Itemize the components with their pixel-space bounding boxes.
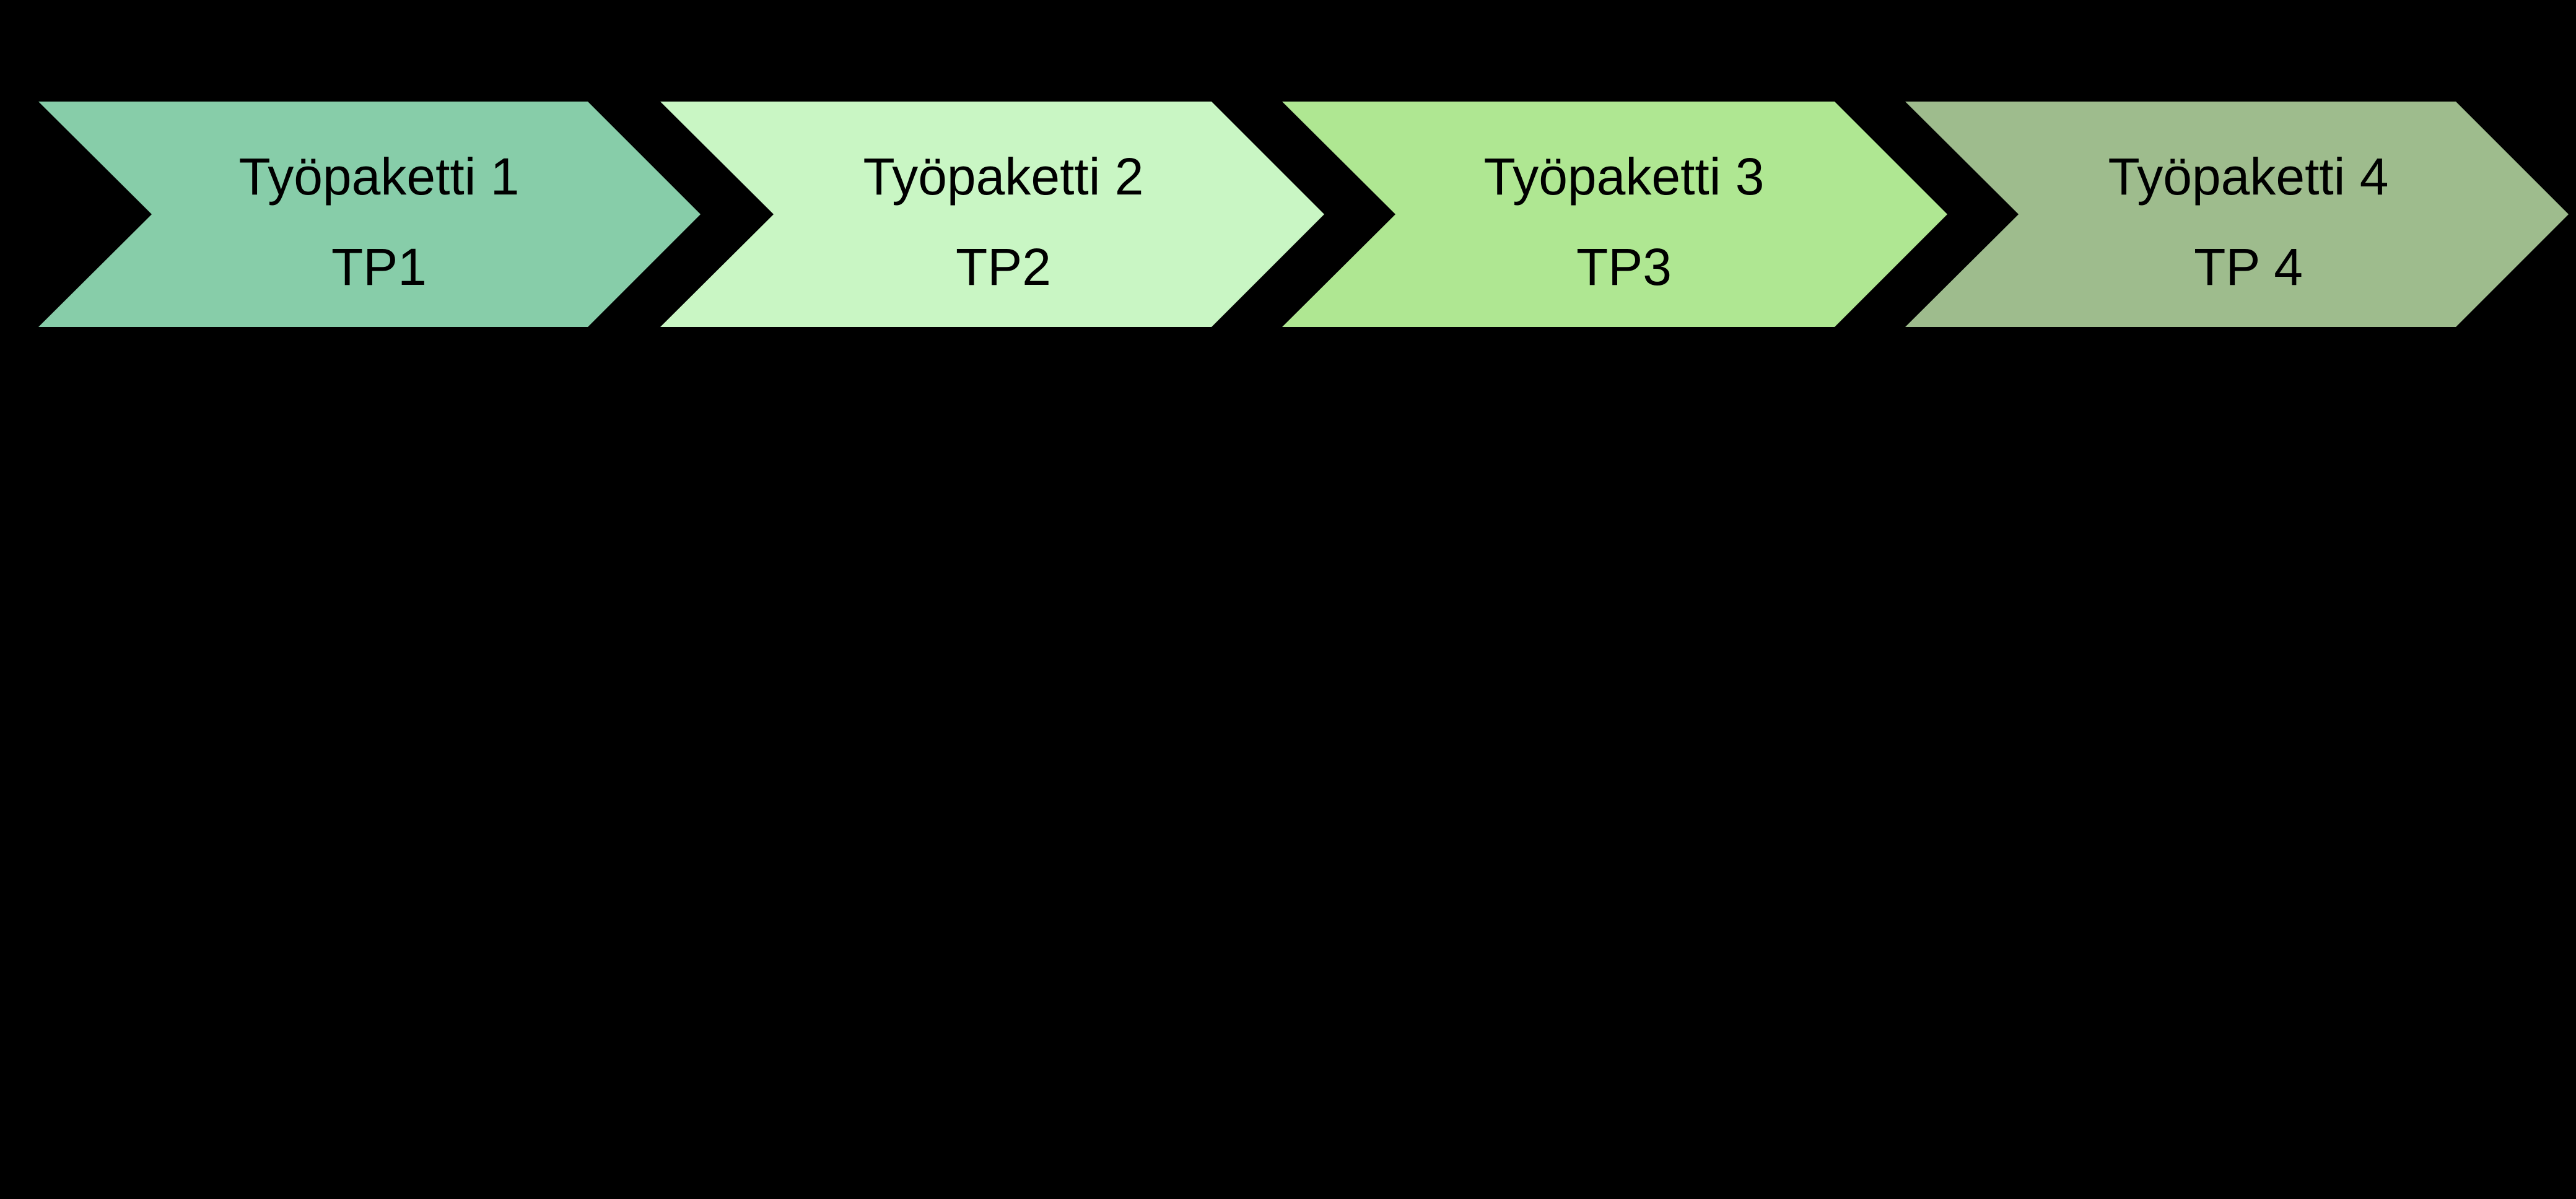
step-code: TP 4	[2194, 238, 2303, 296]
chevron-shape-2	[660, 102, 1324, 327]
step-code: TP3	[1576, 238, 1672, 296]
step-title: Työpaketti 1	[239, 147, 520, 206]
step-title: Työpaketti 4	[2108, 147, 2389, 206]
chevron-shape-4	[1905, 102, 2569, 327]
process-step-4: Työpaketti 4 TP 4	[1905, 102, 2569, 327]
step-title: Työpaketti 3	[1484, 147, 1765, 206]
step-title: Työpaketti 2	[863, 147, 1144, 206]
process-step-2: Työpaketti 2 TP2	[660, 102, 1324, 327]
chevron-shape-3	[1282, 102, 1947, 327]
process-step-3: Työpaketti 3 TP3	[1282, 102, 1947, 327]
process-step-1: Työpaketti 1 TP1	[38, 102, 701, 327]
step-code: TP2	[956, 238, 1051, 296]
step-code: TP1	[331, 238, 427, 296]
chevron-shape-1	[38, 102, 701, 327]
